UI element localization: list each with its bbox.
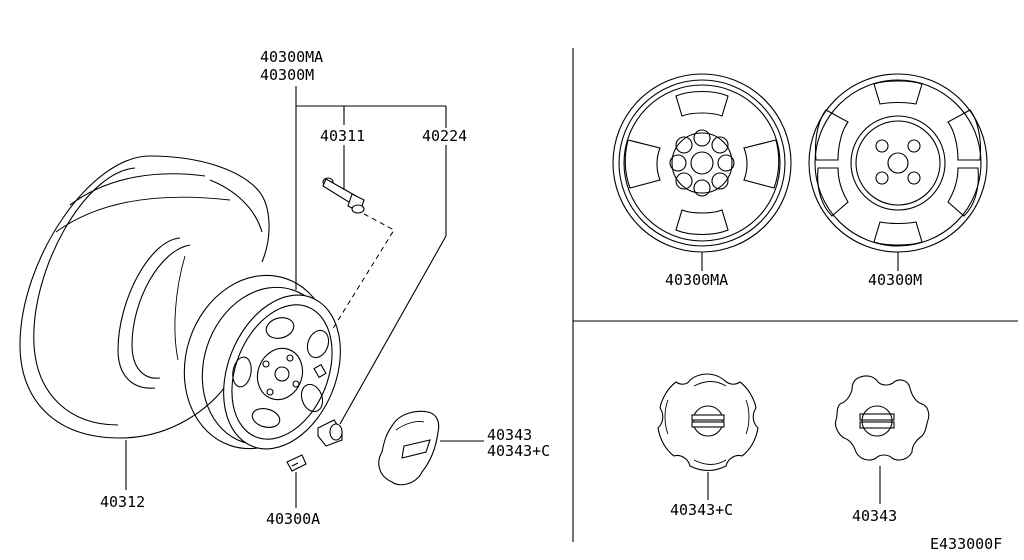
label-40343-view: 40343 [852,507,897,525]
center-cap-40343C-icon [657,373,759,472]
label-40300M-view: 40300M [868,271,922,289]
wheel-40300MA-icon [612,73,792,253]
label-40343C-view: 40343+C [670,501,733,519]
label-40300A: 40300A [266,510,320,528]
center-cap-40343-icon [834,375,930,461]
diagram-code: E433000F [930,535,1002,553]
label-40224: 40224 [422,127,467,145]
leader-lines [125,86,484,508]
balance-weight-icon [286,454,307,472]
wheel-rim-icon [183,274,341,450]
label-40300M-top: 40300M [260,66,314,84]
label-40343C-left: 40343+C [487,442,550,460]
valve-stem-icon [322,177,395,331]
wheel-40300M-icon [808,73,988,253]
label-40312: 40312 [100,493,145,511]
center-cap-icon [378,410,440,486]
label-40300MA-view: 40300MA [665,271,728,289]
label-40343-left: 40343 [487,426,532,444]
nut-icon [317,419,343,447]
tire-icon [19,155,270,439]
label-40311: 40311 [320,127,365,145]
label-40300MA-top: 40300MA [260,48,323,66]
